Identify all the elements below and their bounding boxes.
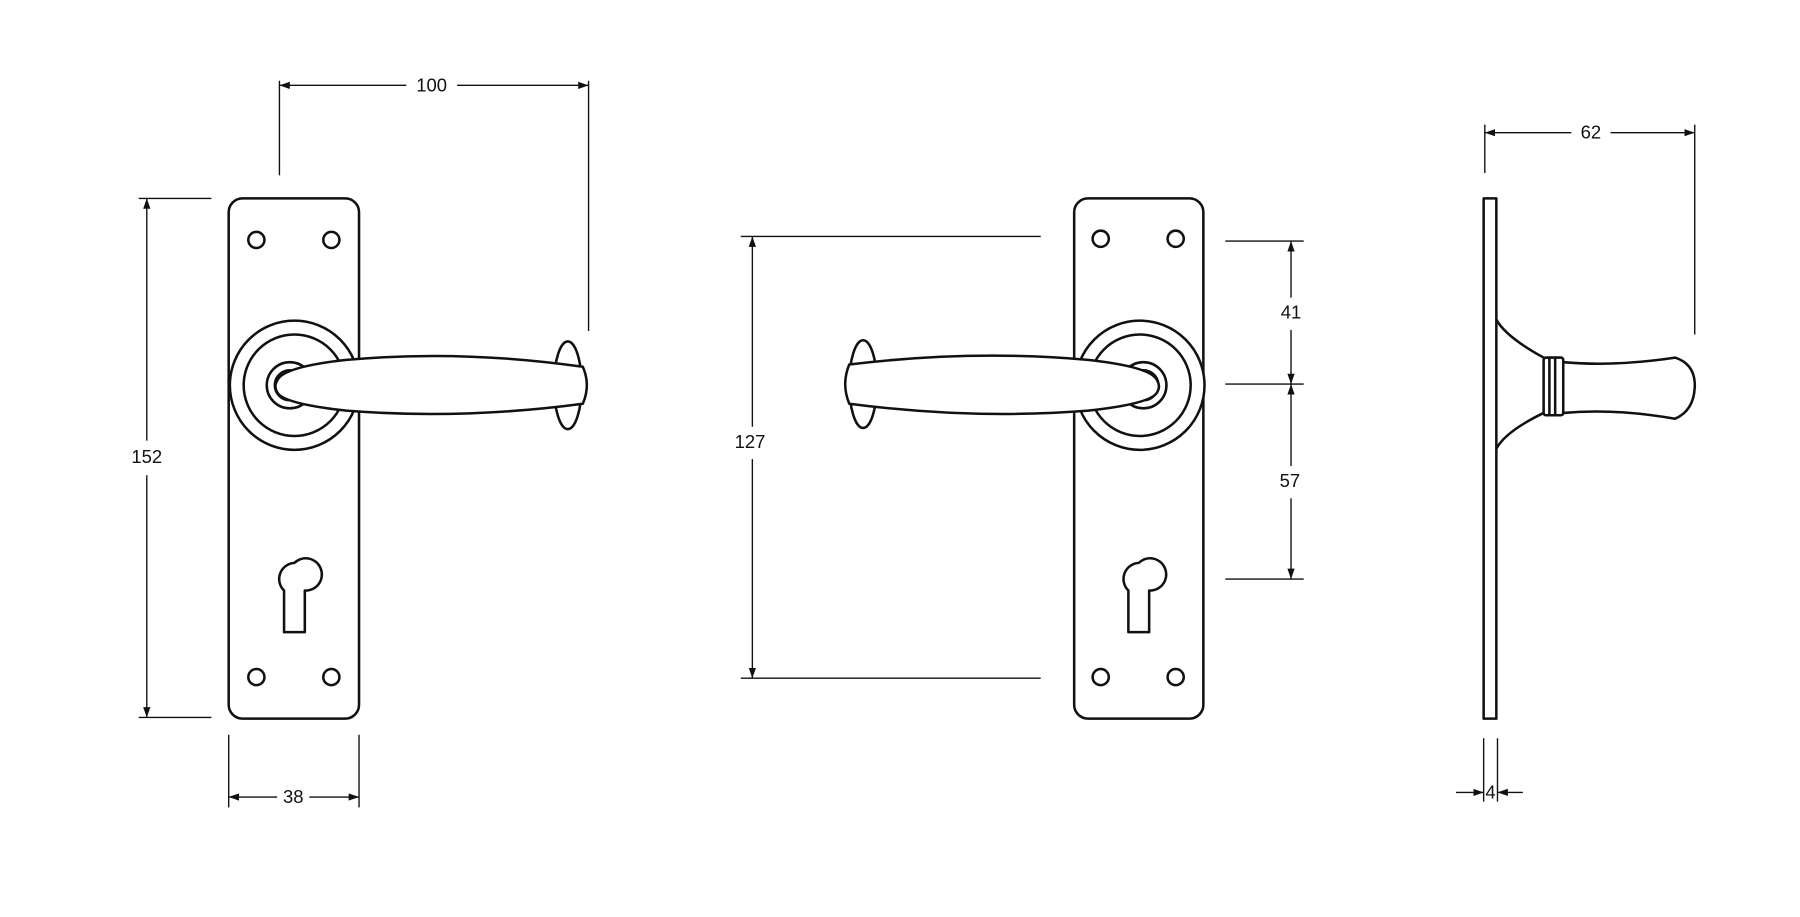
dim-label: 41 — [1281, 302, 1302, 323]
dim-127: 127 — [735, 235, 1041, 679]
dim-152: 152 — [131, 197, 212, 719]
dim-41-57: 41 57 — [1225, 240, 1304, 580]
dim-label: 57 — [1280, 470, 1301, 491]
dim-label: 62 — [1581, 122, 1602, 143]
dim-label: 4 — [1485, 781, 1495, 802]
dim-label: 38 — [283, 786, 304, 807]
dim-label: 127 — [735, 431, 766, 452]
mirrored-view — [843, 197, 1206, 720]
dim-label: 152 — [131, 446, 162, 467]
side-view — [1482, 197, 1697, 720]
dim-62: 62 — [1484, 122, 1696, 335]
dim-label: 100 — [416, 74, 447, 95]
dim-4: 4 — [1455, 738, 1523, 802]
dim-100: 100 — [278, 74, 590, 332]
dim-38: 38 — [227, 734, 360, 808]
front-view — [227, 197, 589, 720]
